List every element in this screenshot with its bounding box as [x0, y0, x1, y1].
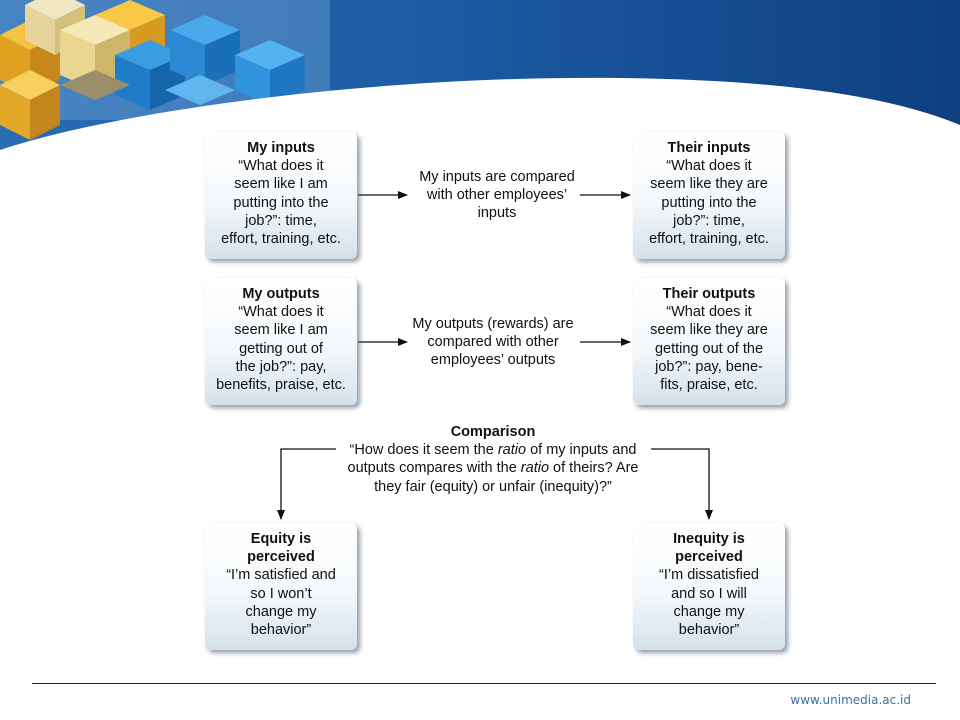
my-inputs-title: My inputs — [247, 140, 315, 156]
arrow-to-inequity — [651, 448, 713, 520]
arrow-to-equity — [277, 448, 336, 520]
cubes-graphic — [0, 0, 330, 140]
my-inputs-box: My inputs “What does it seem like I am p… — [205, 132, 357, 259]
my-inputs-body: “What does it seem like I am putting int… — [221, 158, 341, 248]
their-inputs-title: Their inputs — [667, 140, 751, 156]
their-inputs-body: “What does it seem like they are putting… — [649, 158, 769, 248]
their-outputs-box: Their outputs “What does it seem like th… — [633, 278, 785, 405]
outputs-compare-text: My outputs (rewards) are compared with o… — [412, 316, 574, 369]
footer-divider — [32, 683, 936, 684]
their-outputs-body: “What does it seem like they are getting… — [650, 304, 768, 394]
their-outputs-title: Their outputs — [662, 286, 756, 302]
footer-url[interactable]: www.unimedia.ac.id — [790, 693, 911, 707]
header-banner — [0, 0, 960, 160]
my-outputs-title: My outputs — [242, 286, 320, 302]
inequity-body: “I’m dissatisfied and so I will change m… — [659, 567, 759, 639]
comparison-block: Comparison “How does it seem the ratio o… — [330, 423, 656, 496]
my-outputs-box: My outputs “What does it seem like I am … — [205, 278, 357, 405]
inequity-title: Inequity is perceived — [673, 531, 745, 566]
their-inputs-box: Their inputs “What does it seem like the… — [633, 132, 785, 259]
comparison-line-2: outputs compares with the ratio of their… — [347, 460, 639, 477]
comparison-title: Comparison — [450, 424, 536, 440]
equity-body: “I’m satisfied and so I won’t change my … — [226, 567, 336, 639]
inequity-box: Inequity is perceived “I’m dissatisfied … — [633, 523, 785, 650]
comparison-line-3: they fair (equity) or unfair (inequity)?… — [374, 478, 612, 495]
comparison-line-1: “How does it seem the ratio of my inputs… — [349, 442, 637, 459]
inputs-compare-text: My inputs are compared with other employ… — [419, 169, 575, 222]
my-outputs-body: “What does it seem like I am getting out… — [216, 304, 346, 394]
equity-box: Equity is perceived “I’m satisfied and s… — [205, 523, 357, 650]
equity-title: Equity is perceived — [247, 531, 315, 566]
